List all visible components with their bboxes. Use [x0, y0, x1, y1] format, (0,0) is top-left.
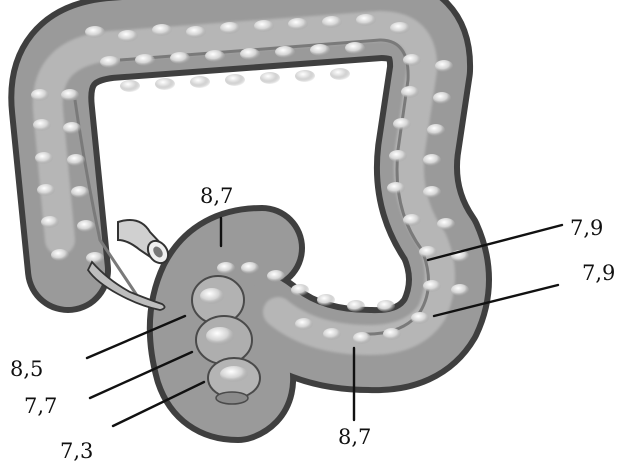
- ileum-stub: [118, 220, 172, 267]
- label-rectum-upper: 8,5: [10, 357, 43, 381]
- label-descending-lower: 7,9: [582, 261, 615, 285]
- label-rectum-middle: 7,7: [24, 394, 57, 418]
- label-transverse-top: 8,7: [200, 184, 233, 208]
- label-rectum-lower: 7,3: [60, 439, 93, 462]
- colon-illustration: [31, 14, 469, 404]
- label-sigmoid-bottom: 8,7: [338, 425, 371, 449]
- label-descending-upper: 7,9: [570, 216, 603, 240]
